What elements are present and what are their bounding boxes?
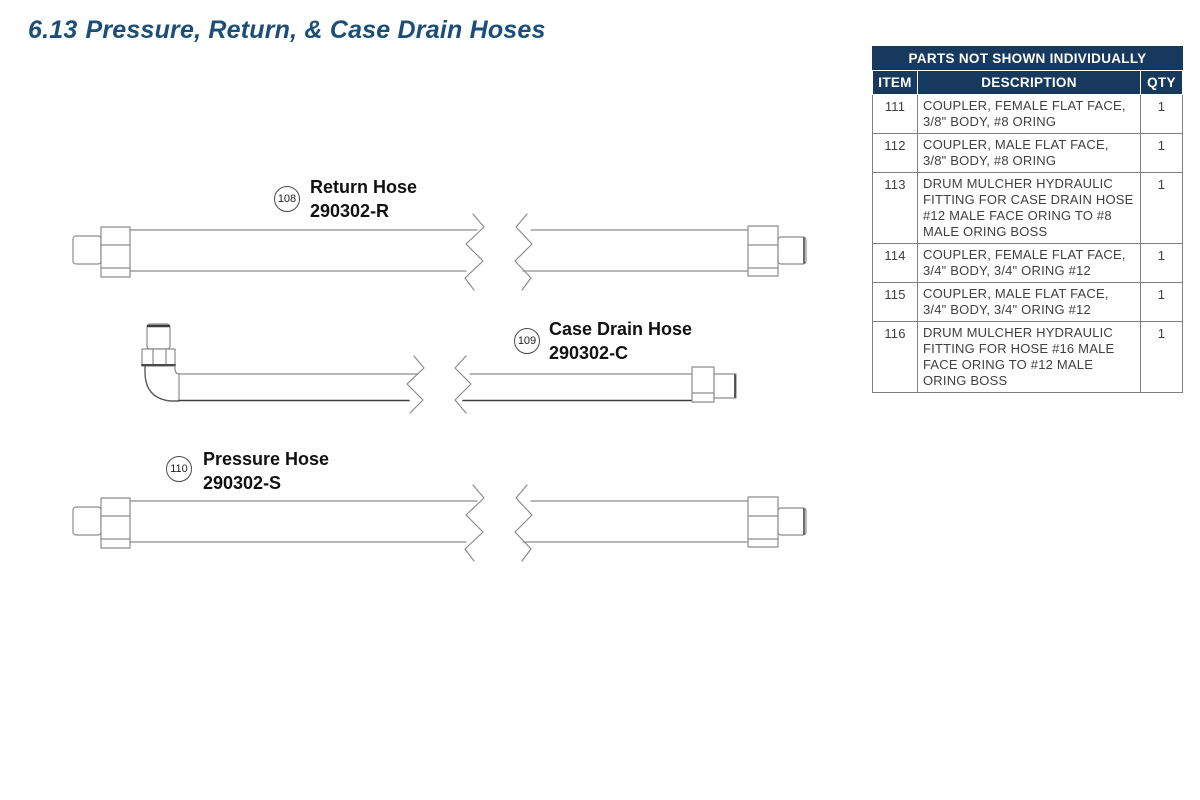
table-title-row: PARTS NOT SHOWN INDIVIDUALLY <box>872 46 1183 71</box>
column-header-item: ITEM <box>872 70 918 95</box>
pressure-hose-label: Pressure Hose 290302-S <box>203 447 329 495</box>
table-row: 112 COUPLER, MALE FLAT FACE, 3/8" BODY, … <box>872 133 1183 173</box>
callout-number: 110 <box>170 463 188 475</box>
table-row: 111 COUPLER, FEMALE FLAT FACE, 3/8" BODY… <box>872 94 1183 134</box>
hose-part-number: 290302-C <box>549 343 629 363</box>
column-header-qty: QTY <box>1140 70 1183 95</box>
hose-name: Case Drain Hose <box>549 319 693 339</box>
item-description: COUPLER, FEMALE FLAT FACE, 3/4" BODY, 3/… <box>917 243 1141 283</box>
item-number: 111 <box>872 94 918 134</box>
table-row: 115 COUPLER, MALE FLAT FACE, 3/4" BODY, … <box>872 282 1183 322</box>
table-title: PARTS NOT SHOWN INDIVIDUALLY <box>872 46 1183 71</box>
pressure-hose-drawing <box>72 484 807 562</box>
case-drain-hose-label: Case Drain Hose 290302-C <box>549 317 692 365</box>
item-description: COUPLER, FEMALE FLAT FACE, 3/8" BODY, #8… <box>917 94 1141 134</box>
hose-name: Return Hose <box>310 177 418 197</box>
item-number: 112 <box>872 133 918 173</box>
callout-number: 108 <box>277 193 297 205</box>
item-number: 114 <box>872 243 918 283</box>
item-description: COUPLER, MALE FLAT FACE, 3/8" BODY, #8 O… <box>917 133 1141 173</box>
item-description: DRUM MULCHER HYDRAULIC FITTING FOR CASE … <box>917 172 1141 244</box>
item-number: 115 <box>872 282 918 322</box>
hose-part-number: 290302-S <box>203 473 282 493</box>
item-qty: 1 <box>1140 172 1183 244</box>
item-number: 113 <box>872 172 918 244</box>
callout-balloon-110: 110 <box>166 456 192 482</box>
table-row: 113 DRUM MULCHER HYDRAULIC FITTING FOR C… <box>872 172 1183 244</box>
item-qty: 1 <box>1140 282 1183 322</box>
table-header-row: ITEM DESCRIPTION QTY <box>872 70 1183 95</box>
callout-balloon-109: 109 <box>514 328 540 354</box>
item-qty: 1 <box>1140 94 1183 134</box>
parts-not-shown-table: PARTS NOT SHOWN INDIVIDUALLY ITEM DESCRI… <box>872 46 1183 393</box>
callout-number: 109 <box>517 335 537 347</box>
section-number: 6.13 <box>28 16 78 44</box>
item-qty: 1 <box>1140 133 1183 173</box>
hose-diagram <box>72 213 807 562</box>
return-hose-drawing <box>72 213 807 291</box>
item-description: COUPLER, MALE FLAT FACE, 3/4" BODY, 3/4"… <box>917 282 1141 322</box>
return-hose-label: Return Hose 290302-R <box>310 175 417 223</box>
column-header-description: DESCRIPTION <box>917 70 1141 95</box>
item-number: 116 <box>872 321 918 393</box>
section-title-text: Pressure, Return, & Case Drain Hoses <box>85 16 546 44</box>
hose-part-number: 290302-R <box>310 201 390 221</box>
callout-balloon-108: 108 <box>274 186 300 212</box>
case-drain-hose-drawing <box>141 323 737 414</box>
item-qty: 1 <box>1140 321 1183 393</box>
item-qty: 1 <box>1140 243 1183 283</box>
table-row: 114 COUPLER, FEMALE FLAT FACE, 3/4" BODY… <box>872 243 1183 283</box>
hose-name: Pressure Hose <box>203 449 330 469</box>
table-row: 116 DRUM MULCHER HYDRAULIC FITTING FOR H… <box>872 321 1183 393</box>
item-description: DRUM MULCHER HYDRAULIC FITTING FOR HOSE … <box>917 321 1141 393</box>
